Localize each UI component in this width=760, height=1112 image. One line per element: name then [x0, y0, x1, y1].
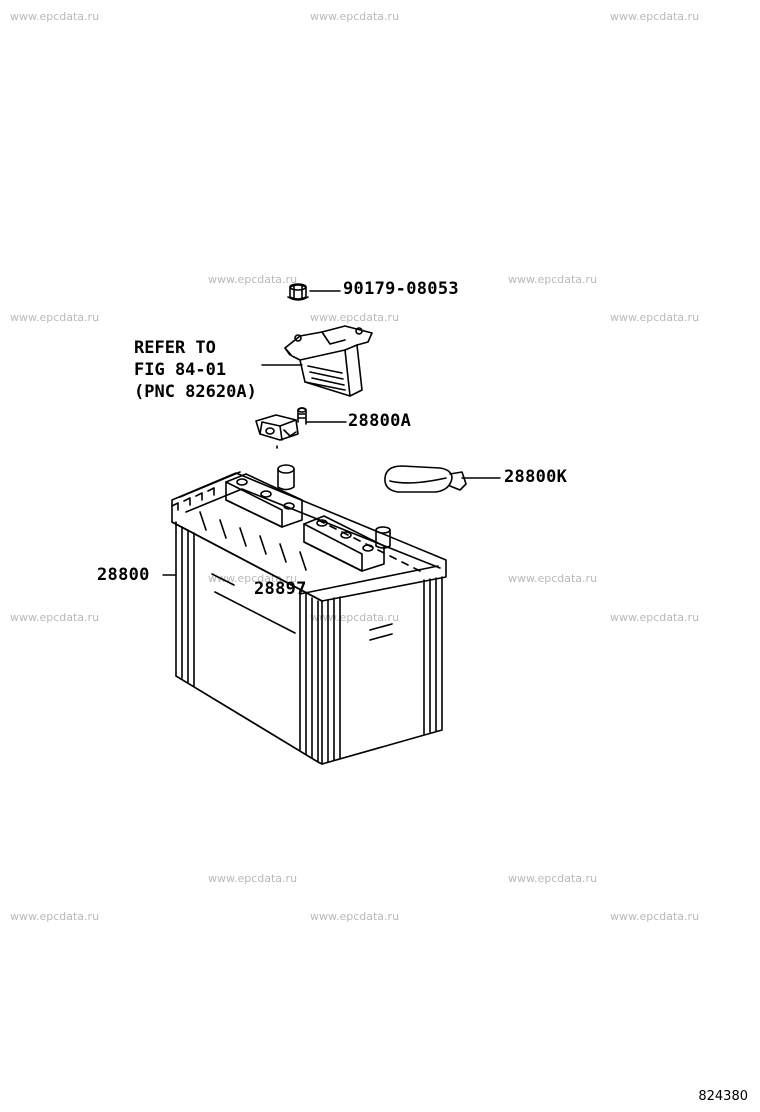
reference-note: REFER TO FIG 84-01 (PNC 82620A) [134, 337, 257, 403]
part-number-cover[interactable]: 28800K [504, 467, 568, 487]
reference-line-2: FIG 84-01 [134, 360, 227, 380]
part-number-battery[interactable]: 28800 [97, 565, 150, 585]
bolt-part[interactable] [287, 283, 341, 301]
watermark: www.epcdata.ru [310, 611, 400, 624]
watermark: www.epcdata.ru [10, 311, 100, 324]
terminal-cover[interactable] [384, 465, 501, 493]
part-number-clamp[interactable]: 28800A [348, 411, 412, 431]
watermark: www.epcdata.ru [610, 10, 700, 23]
watermark: www.epcdata.ru [310, 910, 400, 923]
watermark: www.epcdata.ru [508, 872, 598, 885]
watermark: www.epcdata.ru [208, 872, 298, 885]
part-number-bolt[interactable]: 90179-08053 [343, 279, 459, 299]
reference-line-1: REFER TO [134, 338, 216, 358]
watermark: www.epcdata.ru [508, 273, 598, 286]
figure-number: 824380 [698, 1089, 748, 1104]
watermark: www.epcdata.ru [310, 311, 400, 324]
watermark: www.epcdata.ru [10, 910, 100, 923]
watermark: www.epcdata.ru [508, 572, 598, 585]
watermark: www.epcdata.ru [10, 10, 100, 23]
watermark: www.epcdata.ru [610, 910, 700, 923]
watermark: www.epcdata.ru [10, 611, 100, 624]
part-number-holder[interactable]: 28897 [254, 579, 307, 599]
terminal-clamp[interactable] [255, 407, 347, 451]
watermark: www.epcdata.ru [610, 611, 700, 624]
reference-line-3: (PNC 82620A) [134, 382, 257, 402]
watermark: www.epcdata.ru [610, 311, 700, 324]
battery-body[interactable] [171, 464, 447, 765]
watermark: www.epcdata.ru [208, 273, 298, 286]
watermark: www.epcdata.ru [310, 10, 400, 23]
hold-down-bracket[interactable] [261, 325, 373, 397]
